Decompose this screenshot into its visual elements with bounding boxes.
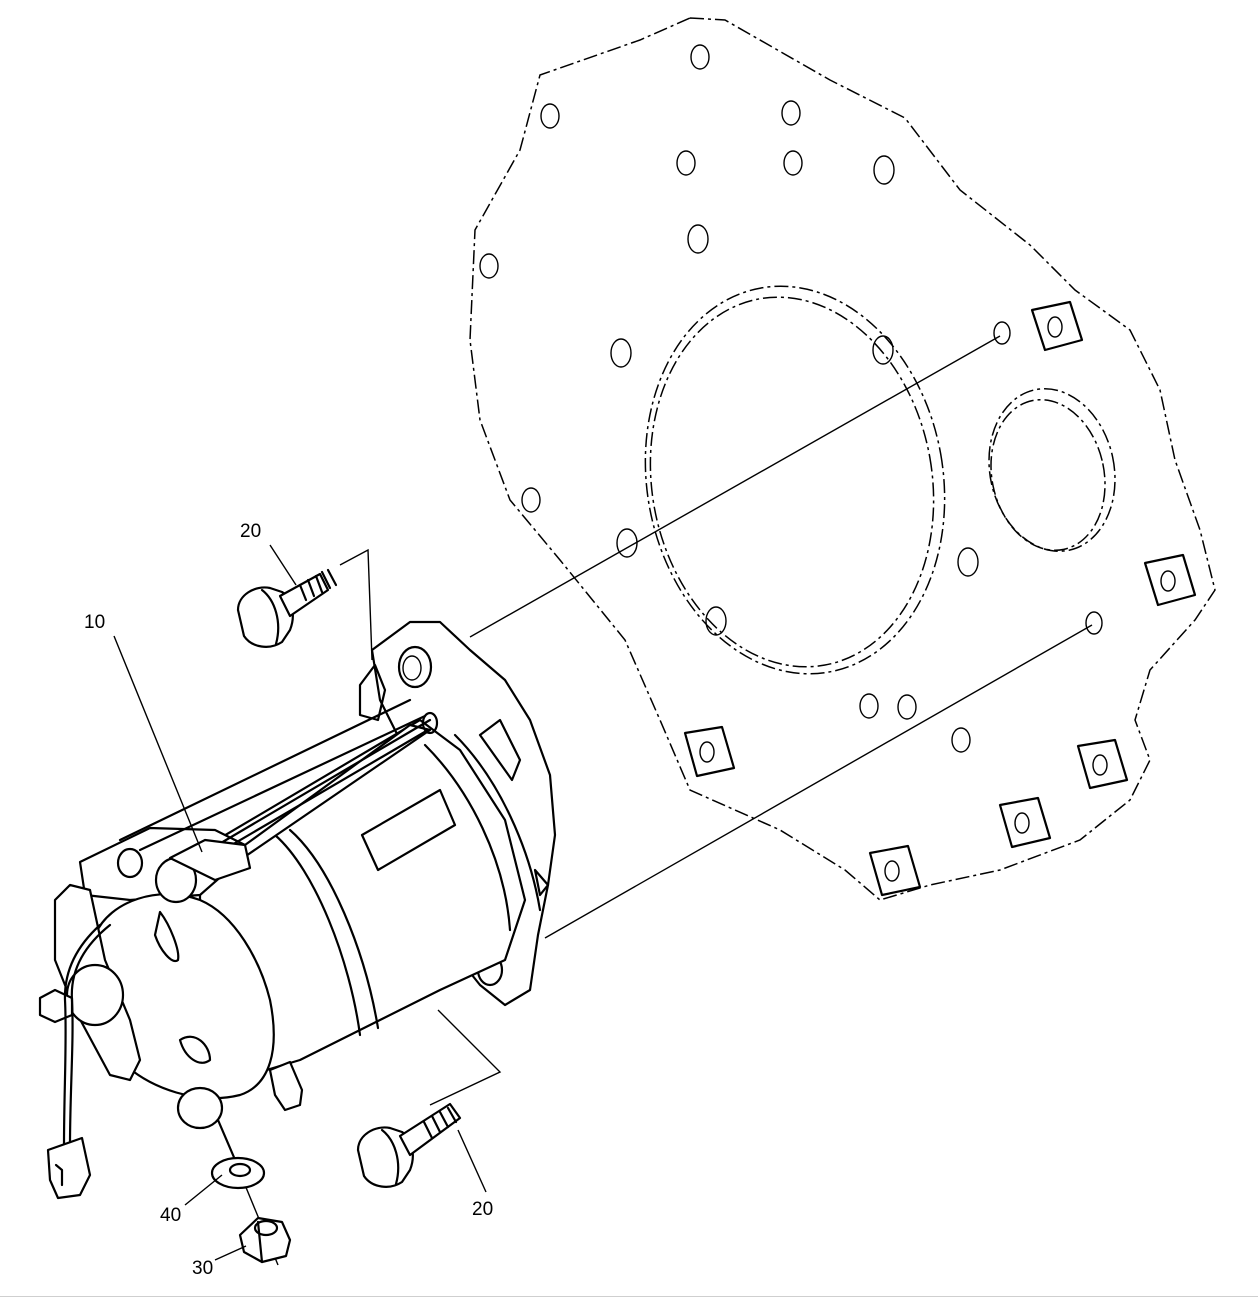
housing-secondary-bore-inner (990, 399, 1106, 551)
lock-washer (210, 1156, 266, 1190)
terminal-stud (216, 1118, 238, 1164)
housing-weld-nuts (683, 300, 1197, 897)
starter-nameplate (360, 788, 457, 872)
assembly-center-lines (469, 335, 1093, 939)
starter-terminal-caps (38, 838, 304, 1130)
callout-bolt-lower: 20 (472, 1199, 493, 1220)
callout-bolt-upper: 20 (240, 521, 261, 542)
starter-lead-wire (68, 923, 112, 1147)
flywheel-housing-plate (469, 17, 1216, 901)
callout-leaders (113, 544, 502, 1261)
starter-motor (38, 620, 557, 1266)
housing-bolt-holes (479, 44, 1103, 753)
housing-secondary-bore (988, 388, 1116, 552)
weld-nut (683, 725, 736, 778)
callout-washer: 40 (160, 1205, 181, 1226)
housing-plate-outline (469, 17, 1216, 901)
weld-nut (1143, 553, 1197, 607)
flange-upper-hole (397, 645, 433, 689)
weld-nut (1030, 300, 1084, 352)
bolt-upper (236, 568, 338, 648)
weld-nut (868, 844, 922, 897)
callout-starter: 10 (84, 612, 105, 633)
callout-nut: 30 (192, 1258, 213, 1279)
bottom-divider (0, 1296, 1258, 1297)
weld-nut (998, 796, 1052, 849)
weld-nut (1076, 738, 1129, 790)
bolt-lower (356, 1102, 462, 1188)
bolt-lower-shank (398, 1102, 462, 1157)
hex-nut (238, 1216, 292, 1264)
housing-main-bore-inner (649, 296, 935, 668)
housing-main-bore (644, 285, 946, 675)
wire-connector (46, 1136, 92, 1200)
